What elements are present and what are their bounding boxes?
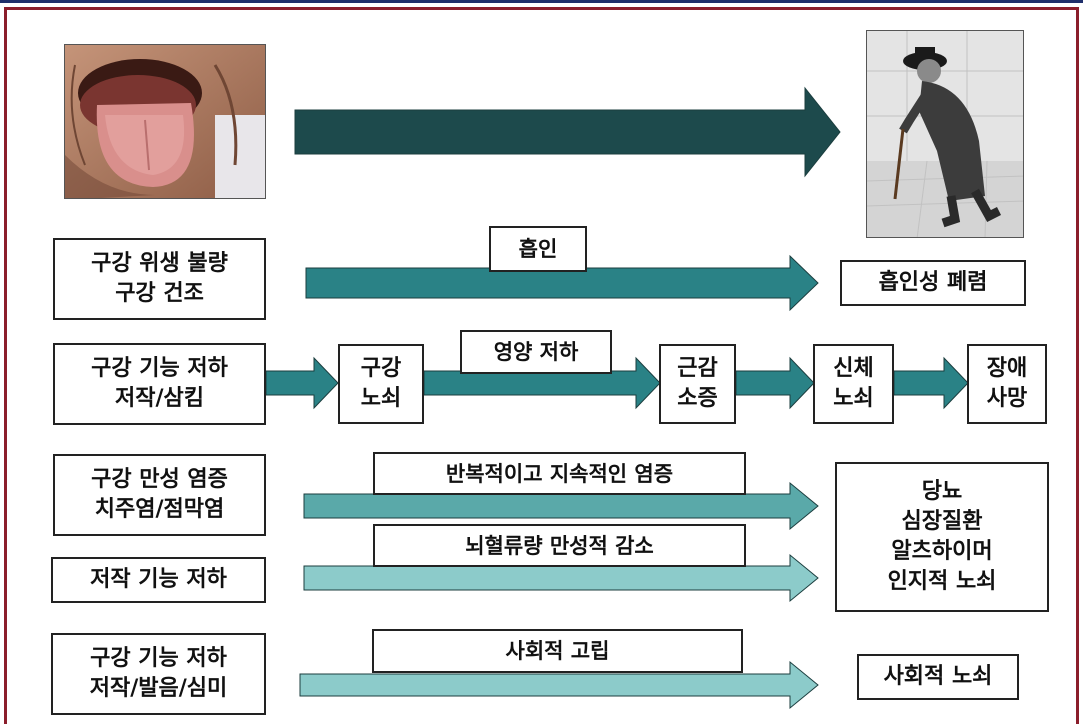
row2-physical-frailty-box: 신체 노쇠 — [813, 344, 894, 424]
row1-result: 흡인성 폐렴 — [878, 270, 988, 295]
top-bar — [0, 0, 1083, 3]
row3-result-line3: 알츠하이머 — [891, 539, 993, 564]
row2-step1-line1: 구강 — [360, 356, 402, 381]
row2-step2-line2: 소증 — [677, 386, 718, 411]
row4-cause-line1: 구강 기능 저하 — [90, 646, 227, 671]
tongue-photo — [64, 44, 266, 199]
row2-step2-line1: 근감 — [677, 356, 718, 381]
row4-result: 사회적 노쇠 — [883, 664, 993, 689]
row1-arrow — [305, 254, 819, 312]
row1-cause-box: 구강 위생 불량 구강 건조 — [53, 238, 266, 320]
row2-cause-box: 구강 기능 저하 저작/삼킴 — [53, 343, 266, 425]
row1-cause-line2: 구강 건조 — [115, 281, 204, 306]
elderly-man-photo — [866, 30, 1024, 238]
slide-frame — [4, 7, 1079, 724]
row1-cause-line1: 구강 위생 불량 — [91, 251, 228, 276]
row3b-cause-box: 저작 기능 저하 — [51, 557, 266, 603]
row4-arrow — [299, 660, 819, 710]
row1-arrow-label: 흡인 — [489, 226, 587, 272]
row4-arrow-label: 사회적 고립 — [372, 629, 743, 673]
row2-arrow-4 — [893, 356, 969, 410]
row3b-arrow-label: 뇌혈류량 만성적 감소 — [373, 524, 746, 567]
row2-arrow-3 — [735, 356, 815, 410]
row3b-cause: 저작 기능 저하 — [90, 567, 227, 592]
row2-step4-line2: 사망 — [986, 386, 1028, 411]
row2-arrow-label: 영양 저하 — [460, 330, 612, 374]
row1-result-box: 흡인성 폐렴 — [840, 260, 1026, 306]
row3-result-line1: 당뇨 — [921, 479, 963, 504]
row2-step4-line1: 장애 — [986, 356, 1028, 381]
row2-step3-line2: 노쇠 — [833, 386, 874, 411]
row3-arrow-label: 반복적이고 지속적인 염증 — [373, 452, 746, 495]
row4-cause-box: 구강 기능 저하 저작/발음/심미 — [51, 633, 266, 715]
row2-sarcopenia-box: 근감 소증 — [659, 344, 736, 424]
row2-cause-line2: 저작/삼킴 — [115, 386, 204, 411]
row2-cause-line1: 구강 기능 저하 — [91, 356, 228, 381]
top-progression-arrow — [294, 86, 841, 178]
row3-cause-line2: 치주염/점막염 — [94, 497, 225, 522]
row3-disease-box: 당뇨 심장질환 알츠하이머 인지적 노쇠 — [835, 462, 1049, 612]
row4-result-box: 사회적 노쇠 — [857, 654, 1019, 700]
row2-oral-frailty-box: 구강 노쇠 — [338, 344, 424, 424]
row2-step3-line1: 신체 — [833, 356, 874, 381]
row2-arrow-2 — [423, 356, 661, 410]
row3-cause-line1: 구강 만성 염증 — [91, 467, 228, 492]
row3-result-line4: 인지적 노쇠 — [887, 569, 997, 594]
row2-arrow-1 — [265, 356, 339, 410]
row2-step1-line2: 노쇠 — [360, 386, 402, 411]
row3-cause-box: 구강 만성 염증 치주염/점막염 — [53, 454, 266, 536]
row4-cause-line2: 저작/발음/심미 — [89, 676, 228, 701]
row2-disability-death-box: 장애 사망 — [967, 344, 1047, 424]
row3-result-line2: 심장질환 — [901, 509, 983, 534]
